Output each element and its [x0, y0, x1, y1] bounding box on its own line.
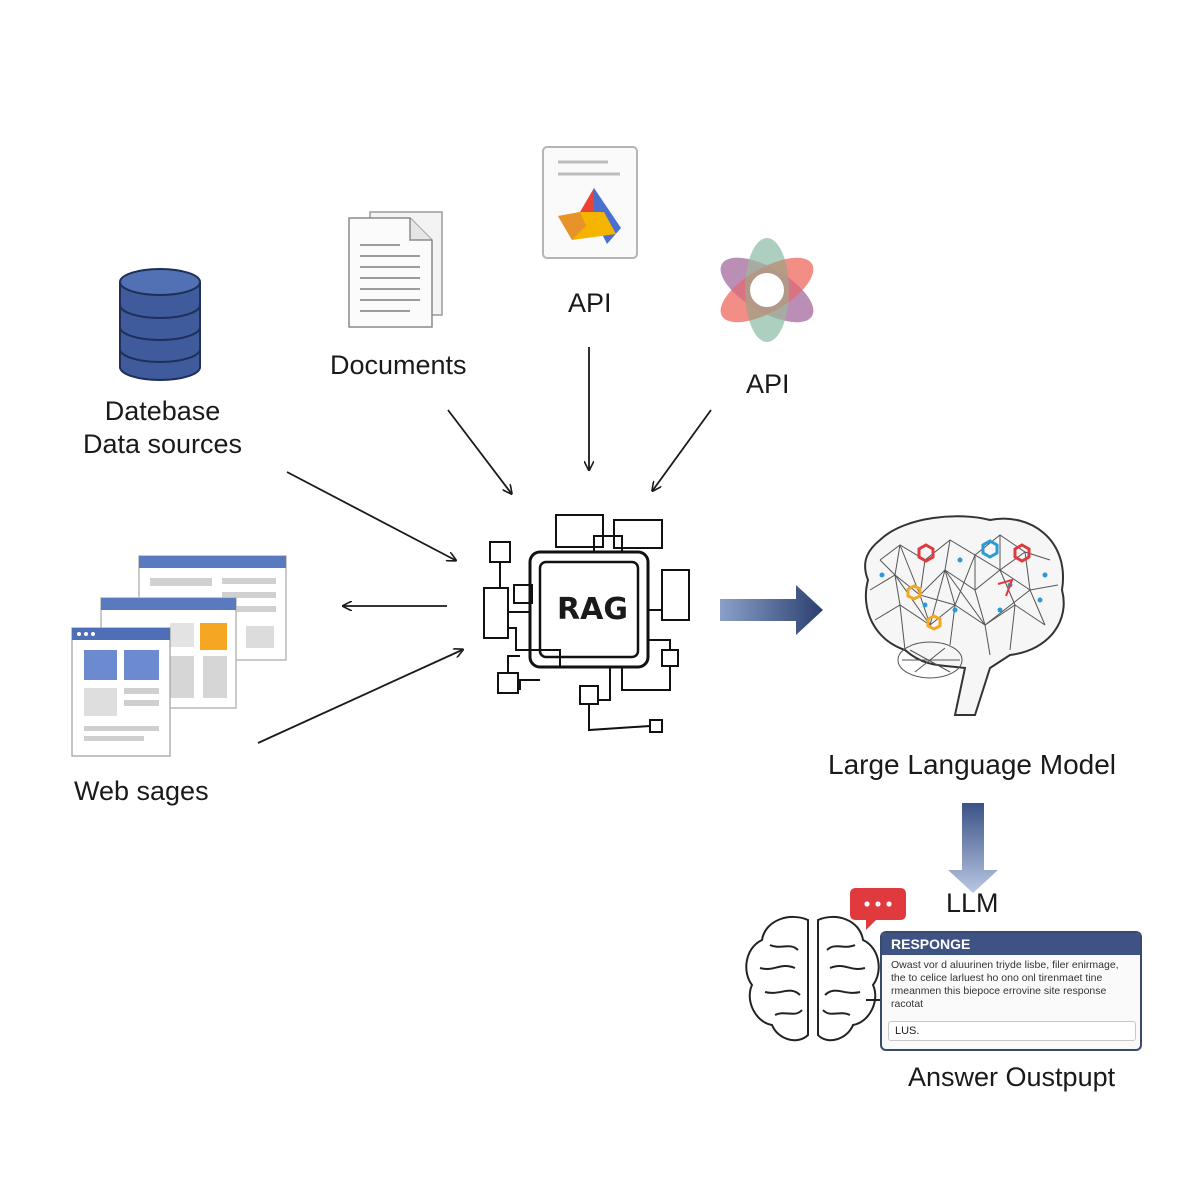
api-card-icon: [542, 146, 638, 259]
answer-output-label: Answer Oustpupt: [908, 1062, 1116, 1092]
arrow-documents-to-rag: [447, 409, 511, 493]
response-input-field[interactable]: LUS.: [888, 1021, 1136, 1041]
llm-short-label: LLM: [946, 888, 999, 918]
rag-chip-icon: [483, 514, 690, 733]
arrow-rag-to-llm: [720, 585, 823, 635]
api-right-label: API: [746, 369, 790, 399]
arrow-llm-to-output: [948, 803, 998, 893]
documents-icon: [348, 211, 443, 328]
arrow-web-to-rag: [257, 650, 462, 744]
arrow-database-to-rag: [286, 471, 455, 560]
web-pages-icon: [71, 555, 287, 757]
response-body-text: Owast vor d aluurinen triyde lisbe, file…: [891, 959, 1119, 1010]
llm-brain-icon: [864, 515, 1065, 716]
rag-label: RAG: [557, 592, 628, 627]
web-pages-label: Web sages: [74, 776, 209, 806]
data-sources-label: Data sources: [82, 429, 243, 459]
llm-full-label: Large Language Model: [828, 749, 1117, 780]
answer-brain-icon: [745, 915, 880, 1042]
database-label: Datebase Data sources: [80, 396, 245, 460]
arrow-api-right-to-rag: [653, 409, 712, 490]
database-label-line1: Datebase: [104, 396, 221, 426]
response-panel: RESPONGE Owast vor d aluurinen triyde li…: [880, 931, 1142, 1051]
api-top-label: API: [568, 288, 612, 318]
api-logo-icon: [720, 238, 814, 342]
response-header: RESPONGE: [882, 933, 1140, 955]
chat-bubble-icon: [850, 888, 906, 930]
database-icon: [119, 268, 201, 381]
flow-arrows: [257, 347, 712, 744]
documents-label: Documents: [330, 350, 467, 380]
